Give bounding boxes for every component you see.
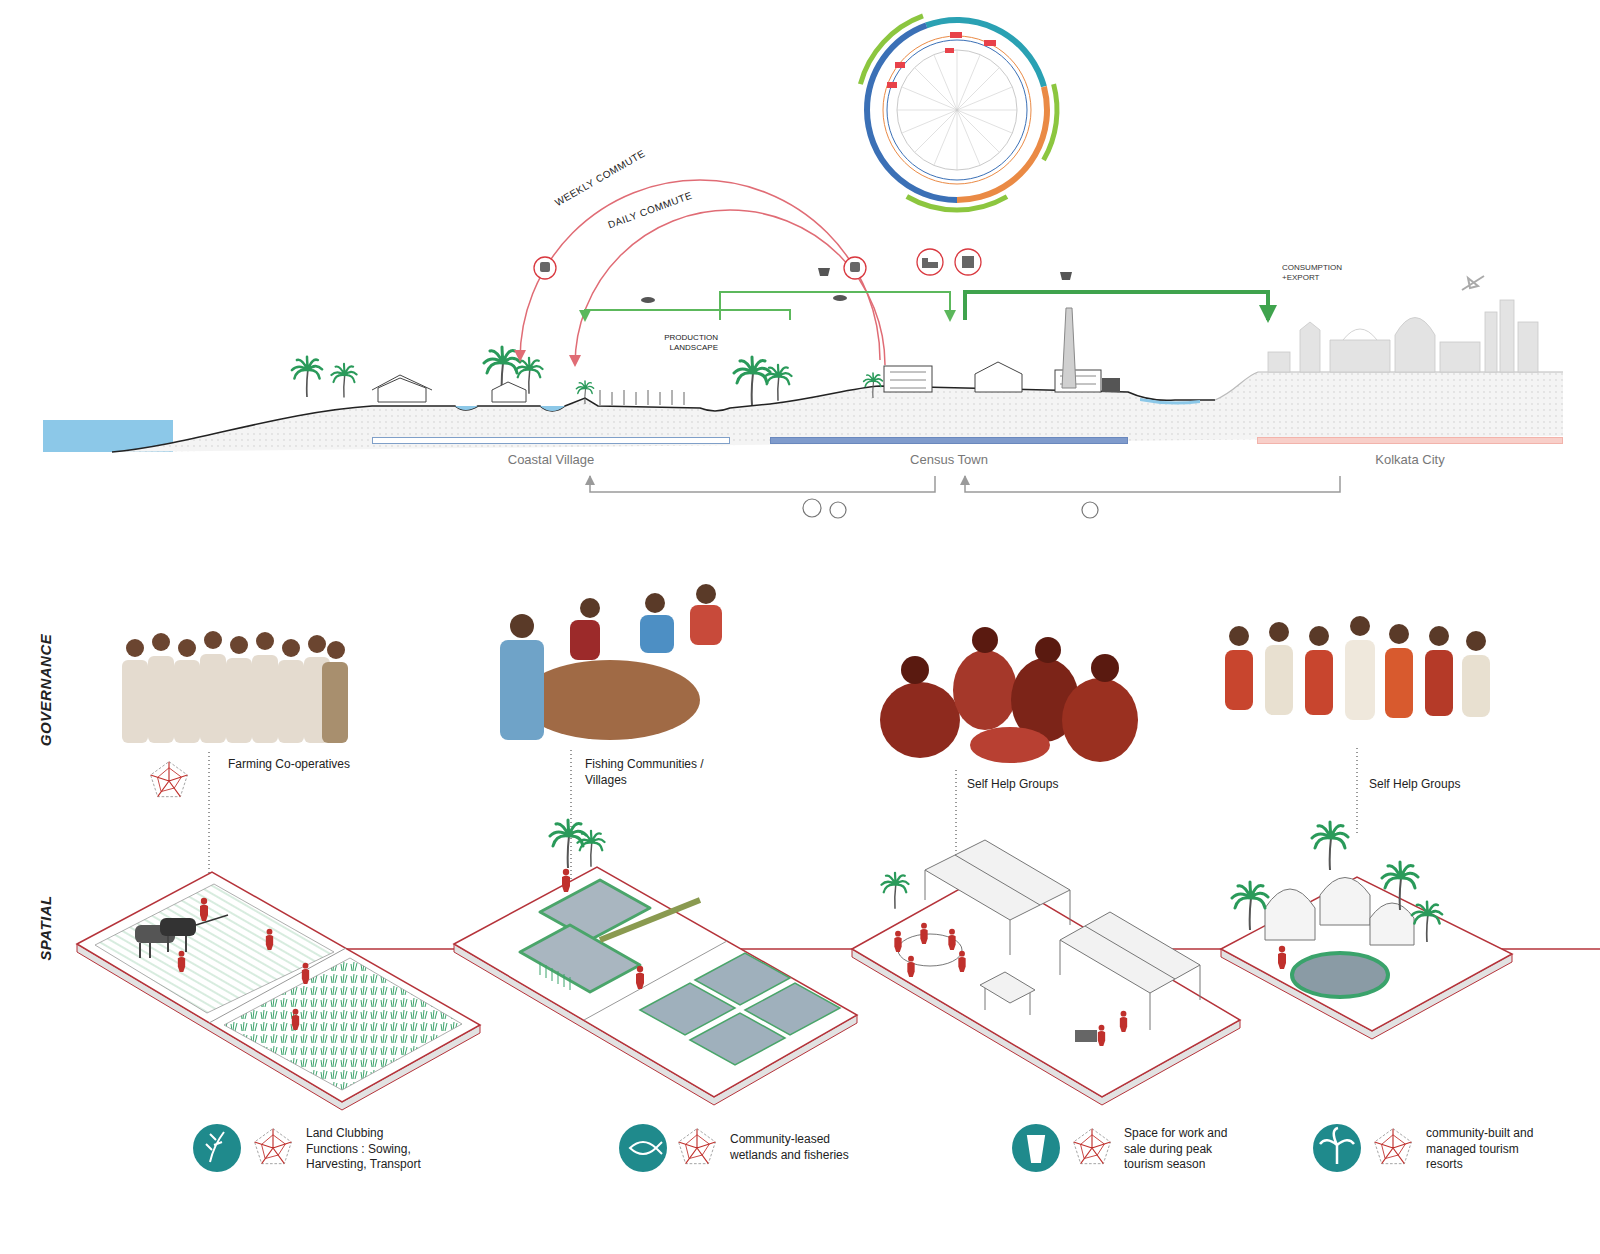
flow-label: DAILY COMMUTE — [606, 189, 694, 232]
zone-bar — [770, 437, 1128, 444]
spatial-caption: Space for work and sale during peak tour… — [1124, 1126, 1244, 1173]
spatial-caption: Land Clubbing Functions : Sowing, Harves… — [306, 1126, 436, 1173]
governance-label: Self Help Groups — [967, 777, 1117, 793]
flow-connector — [720, 292, 950, 320]
flow-connector — [965, 292, 1268, 320]
governance-label: Farming Co-operatives — [228, 757, 398, 773]
flow-connector — [965, 476, 1340, 492]
zone-bar — [1257, 437, 1563, 444]
zone-name: Kolkata City — [1257, 452, 1563, 467]
zone-name: Coastal Village — [372, 452, 730, 467]
flow-connector — [585, 310, 790, 320]
row-heading: SPATIAL — [36, 895, 56, 960]
row-heading: GOVERNANCE — [36, 634, 56, 747]
governance-label: Fishing Communities / Villages — [585, 757, 725, 788]
spatial-caption: community-built and managed tourism reso… — [1426, 1126, 1552, 1173]
zone-name: Census Town — [770, 452, 1128, 467]
zone-band: Census Town — [770, 320, 1128, 476]
zone-bar — [372, 437, 730, 444]
flow-label: WEEKLY COMMUTE — [552, 147, 647, 209]
zone-note: PRODUCTION LANDSCAPE — [648, 333, 718, 353]
governance-label: Self Help Groups — [1369, 777, 1519, 793]
spatial-caption: Community-leased wetlands and fisheries — [730, 1132, 864, 1163]
edge-label: CONSUMPTION +EXPORT — [1280, 262, 1350, 283]
zone-band: Kolkata City — [1257, 320, 1563, 476]
flow-connector — [590, 476, 935, 492]
